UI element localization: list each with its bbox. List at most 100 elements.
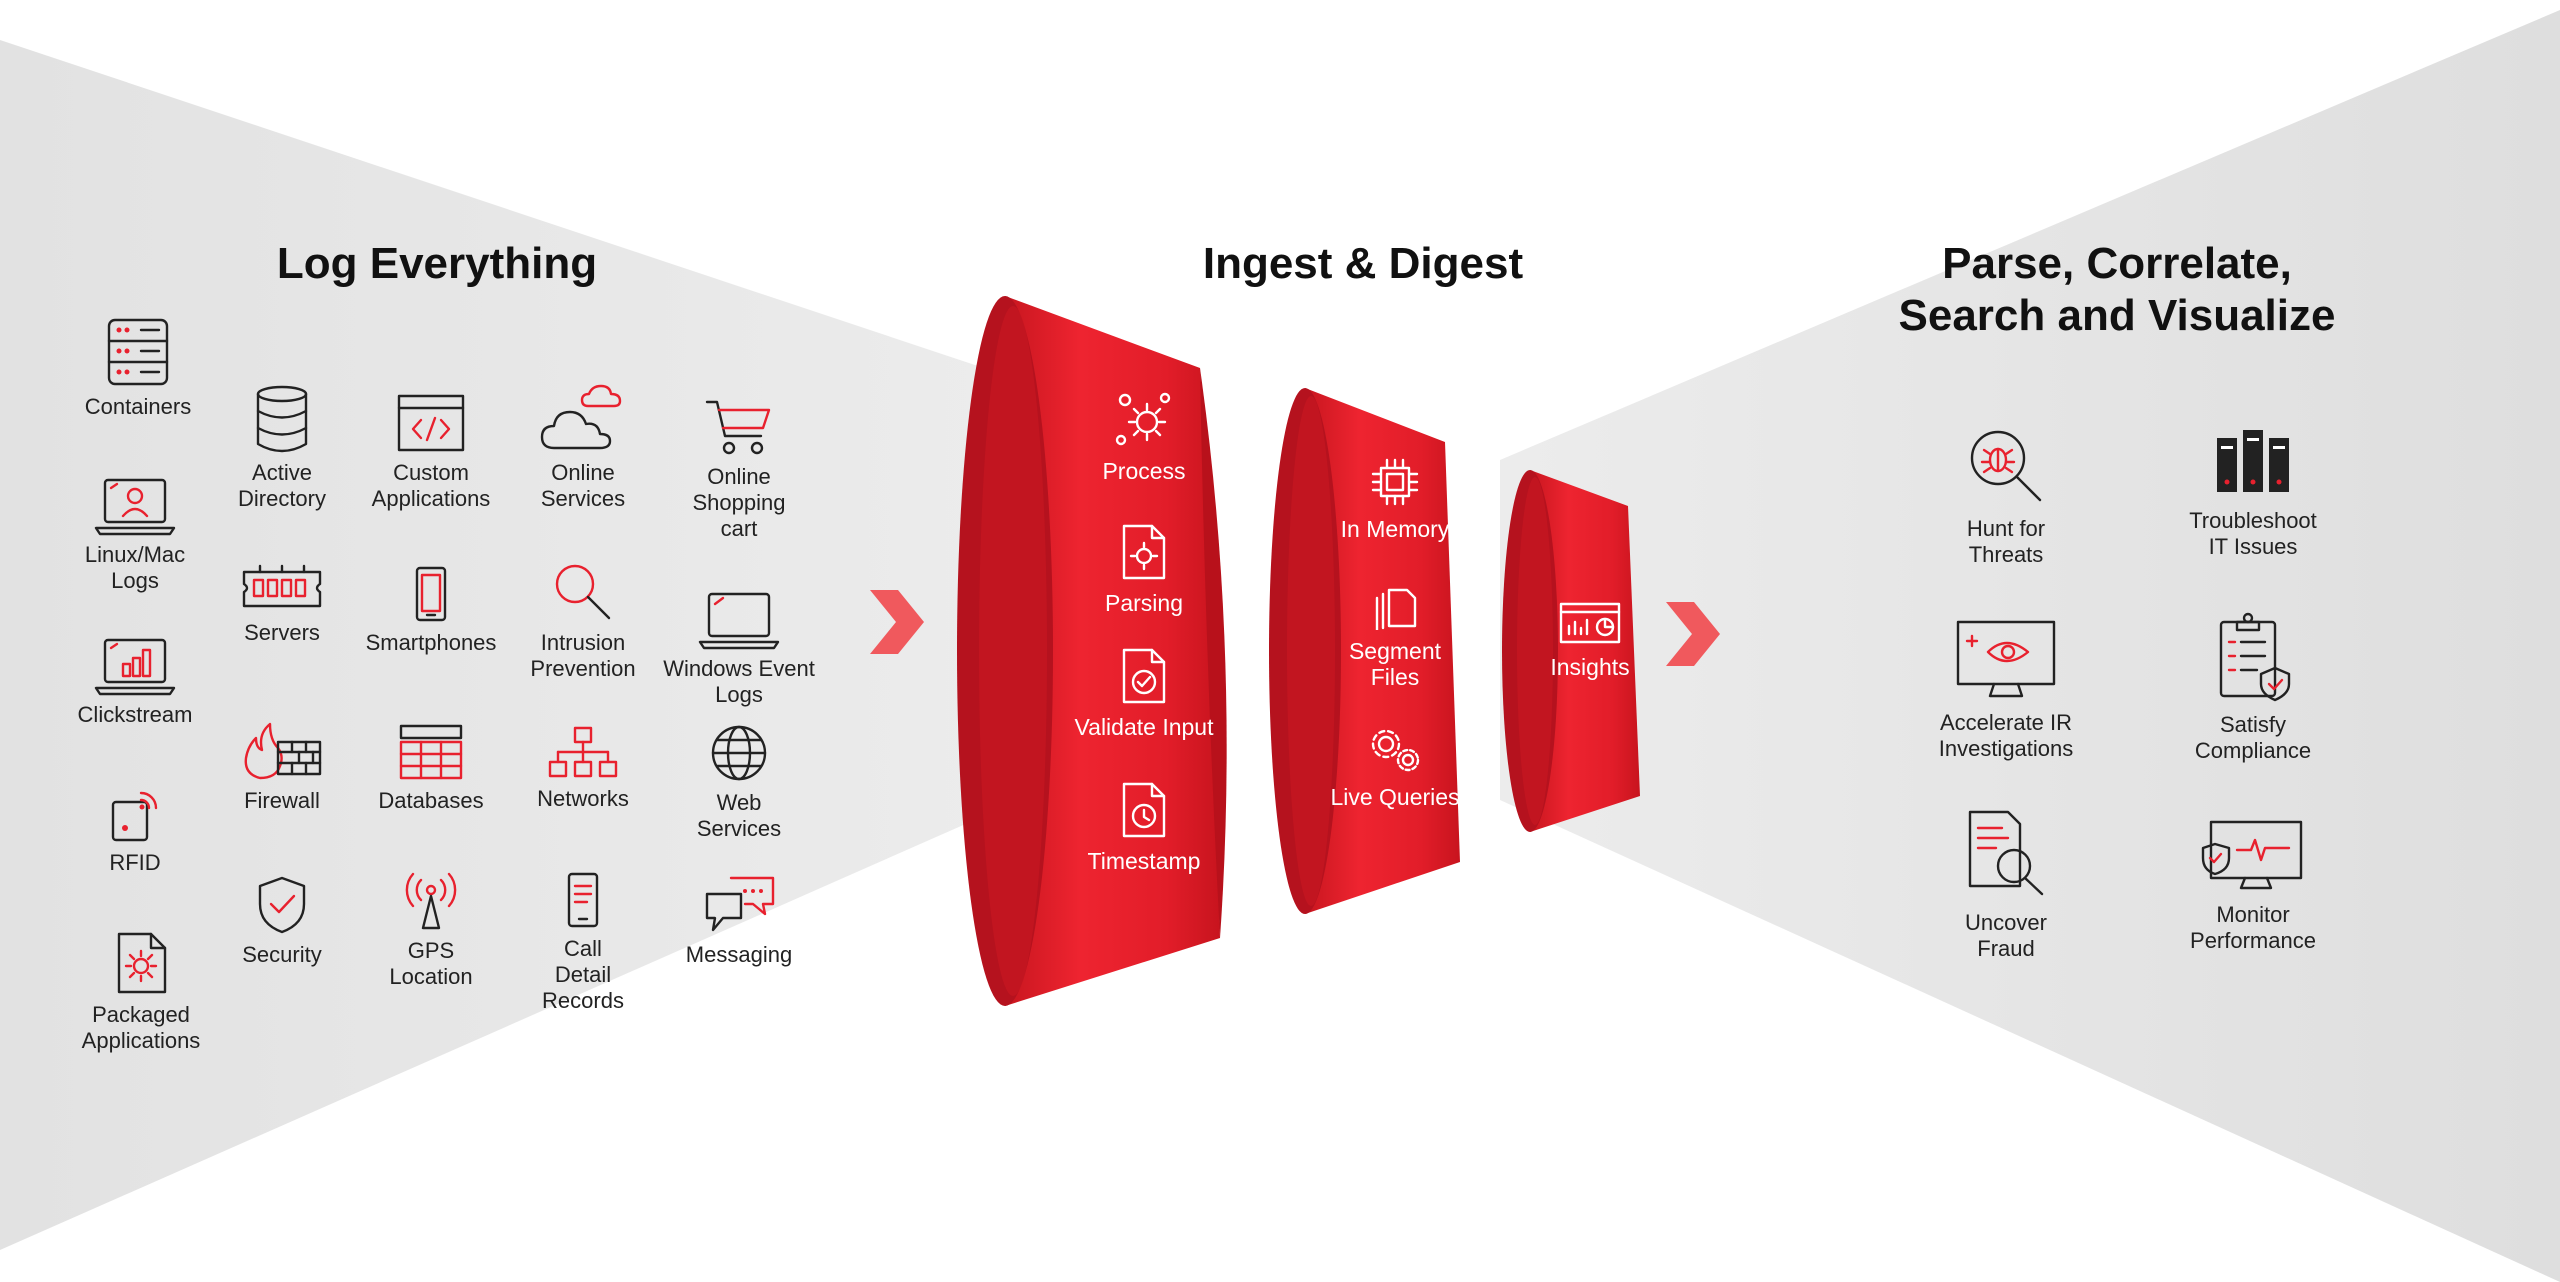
stage-process: Process (1034, 388, 1254, 484)
dashboard-icon (1559, 602, 1621, 644)
chip-icon (1371, 458, 1419, 506)
file-gear-icon (1122, 524, 1166, 580)
stage-validate-input: Validate Input (1034, 646, 1254, 740)
chevron-right-icon (870, 590, 924, 654)
source-clickstream: Clickstream (45, 636, 225, 728)
files-icon (1375, 588, 1417, 630)
table-grid-icon (399, 724, 463, 780)
source-messaging: Messaging (649, 872, 829, 968)
clipboard-shield-icon (2219, 612, 2291, 702)
source-label: Packaged Applications (81, 1002, 201, 1053)
outcome-label: Accelerate IR Investigations (1938, 710, 2074, 761)
rfid-icon (111, 791, 158, 842)
source-label: Servers (244, 620, 320, 645)
file-clock-icon (1122, 782, 1166, 838)
shopping-cart-icon (705, 400, 771, 455)
source-firewall: Firewall (192, 720, 372, 814)
source-label: Smartphones (365, 630, 497, 655)
source-label: Firewall (244, 788, 320, 813)
outcome-uncover-fraud: Uncover Fraud (1886, 808, 2126, 962)
log-everything-title: Log Everything (276, 239, 598, 288)
source-custom-applications: Custom Applications (341, 392, 521, 512)
chat-bubbles-icon (705, 876, 775, 932)
cloud-icon (540, 384, 622, 450)
laptop-chart-icon (94, 638, 176, 696)
code-window-icon (397, 394, 465, 452)
stage-label: Parsing (1105, 590, 1183, 616)
source-label: Messaging (685, 942, 793, 967)
source-label: Web Services (696, 790, 782, 841)
source-online-shopping-cart: Online Shopping cart (649, 396, 829, 542)
funnel-stage-1 (957, 296, 1227, 1006)
gears-icon (1371, 729, 1420, 772)
source-label: Clickstream (77, 702, 193, 727)
monitor-eye-icon (1956, 620, 2056, 698)
source-label: Online Services (540, 460, 626, 511)
source-windows-event-logs: Windows Event Logs (649, 590, 829, 708)
outcome-satisfy-compliance: Satisfy Compliance (2133, 610, 2373, 764)
right-band (1500, 10, 2560, 1282)
database-icon (256, 385, 308, 453)
laptop-icon (698, 592, 780, 650)
source-label: Databases (378, 788, 484, 813)
outcome-accelerate-ir: Accelerate IR Investigations (1886, 618, 2126, 762)
source-label: GPS Location (389, 938, 473, 989)
network-hierarchy-icon (548, 726, 618, 778)
source-label: Linux/Mac Logs (84, 542, 186, 593)
source-intrusion-prevention: Intrusion Prevention (493, 560, 673, 682)
process-gears-icon (1115, 392, 1171, 446)
stage-label: Validate Input (1074, 714, 1214, 740)
outcome-hunt-for-threats: Hunt for Threats (1886, 424, 2126, 568)
bug-magnifier-icon (1970, 430, 2042, 502)
source-call-detail-records: Call Detail Records (493, 870, 673, 1014)
stage-label: Process (1102, 458, 1186, 484)
outcome-monitor-performance: Monitor Performance (2133, 818, 2373, 954)
source-smartphones: Smartphones (341, 564, 521, 656)
stage-label: Live Queries (1330, 784, 1460, 810)
outcome-troubleshoot-it: Troubleshoot IT Issues (2133, 426, 2373, 560)
ingest-digest-title: Ingest & Digest (1202, 239, 1524, 288)
server-cluster-icon (2217, 430, 2289, 492)
stage-live-queries: Live Queries (1285, 724, 1505, 810)
source-label: Containers (84, 394, 192, 419)
document-search-icon (1968, 810, 2044, 896)
source-linux-mac-logs: Linux/Mac Logs (45, 476, 225, 594)
memory-module-icon (242, 564, 322, 608)
source-label: Networks (537, 786, 629, 811)
stage-label: Timestamp (1087, 848, 1201, 874)
source-label: Active Directory (237, 460, 326, 511)
funnel-stage-2 (1269, 388, 1460, 914)
source-packaged-applications: Packaged Applications (51, 930, 231, 1054)
stage-timestamp: Timestamp (1034, 780, 1254, 874)
source-networks: Networks (493, 724, 673, 812)
monitor-pulse-icon (2201, 820, 2303, 890)
source-label: Custom Applications (371, 460, 491, 511)
source-label: Windows Event Logs (663, 656, 815, 707)
stage-label: Insights (1550, 654, 1630, 680)
stage-insights: Insights (1480, 600, 1700, 680)
source-databases: Databases (341, 722, 521, 814)
stage-label: Segment Files (1348, 638, 1442, 690)
source-label: Intrusion Prevention (530, 630, 636, 681)
smartphone-icon (415, 566, 447, 622)
source-web-services: Web Services (649, 722, 829, 842)
source-online-services: Online Services (493, 382, 673, 512)
outcome-label: Monitor Performance (2190, 902, 2316, 953)
funnel-stage-3 (1502, 470, 1640, 832)
stage-in-memory: In Memory (1285, 456, 1505, 542)
shield-check-icon (258, 876, 306, 934)
laptop-user-icon (94, 478, 176, 536)
magnifier-icon (555, 564, 611, 620)
phone-record-icon (567, 872, 599, 928)
stage-label: In Memory (1340, 516, 1450, 542)
globe-icon (711, 725, 767, 781)
stage-segment-files: Segment Files (1285, 586, 1505, 690)
source-gps-location: GPS Location (341, 870, 521, 990)
file-check-icon (1122, 648, 1166, 704)
server-rack-icon (107, 318, 169, 386)
source-label: Call Detail Records (542, 936, 624, 1013)
source-rfid: RFID (45, 788, 225, 876)
left-band (0, 40, 1020, 1250)
source-label: RFID (109, 850, 161, 875)
